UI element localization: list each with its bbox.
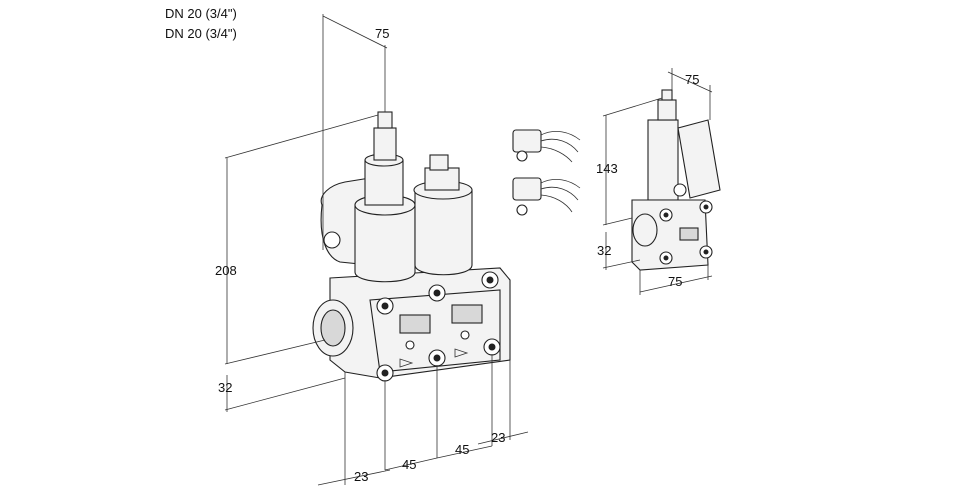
dim-main-base-height: 32	[218, 380, 232, 395]
dim-main-bottom-45-b: 45	[455, 442, 469, 457]
solenoid-coil-2	[414, 189, 473, 276]
solenoid-2-stem	[424, 167, 460, 191]
dim-main-height: 208	[215, 263, 237, 278]
side-plug-housing	[677, 119, 721, 199]
solenoid-1-stem	[364, 159, 404, 206]
front-panel-details	[399, 304, 483, 368]
dimension-lines	[224, 14, 713, 486]
side-port	[632, 213, 658, 247]
connector-1-hex	[373, 127, 397, 161]
side-connector-hex	[657, 99, 677, 121]
dim-main-top-width: 75	[375, 26, 389, 41]
connector-1-pin	[377, 111, 393, 129]
solenoid-coil-1	[354, 204, 416, 283]
connector-plug-2	[512, 177, 581, 216]
side-solenoid-coil	[647, 119, 679, 201]
side-view-valve	[631, 89, 721, 271]
connector-2-pin	[429, 154, 449, 171]
dim-main-bottom-23-left: 23	[354, 469, 368, 484]
side-connector-pin	[661, 89, 673, 101]
dimension-labels: 75 208 32 23 45 45 23 75 143 32 75	[215, 26, 699, 484]
connector-plug-1	[512, 129, 581, 163]
dim-main-bottom-23-right: 23	[491, 430, 505, 445]
main-valve-assembly	[312, 111, 511, 382]
dim-side-top-width: 75	[685, 72, 699, 87]
header-line-2: DN 20 (3/4")	[165, 26, 237, 41]
mounting-bolts	[376, 271, 501, 382]
header-line-1: DN 20 (3/4")	[165, 6, 237, 21]
dim-main-bottom-45-a: 45	[402, 457, 416, 472]
flange-hole	[323, 231, 341, 249]
dim-side-bottom-width: 75	[668, 274, 682, 289]
side-plug-screw	[673, 183, 687, 197]
dim-side-height: 143	[596, 161, 618, 176]
inlet-port-bore	[320, 309, 346, 347]
dim-side-base-height: 32	[597, 243, 611, 258]
